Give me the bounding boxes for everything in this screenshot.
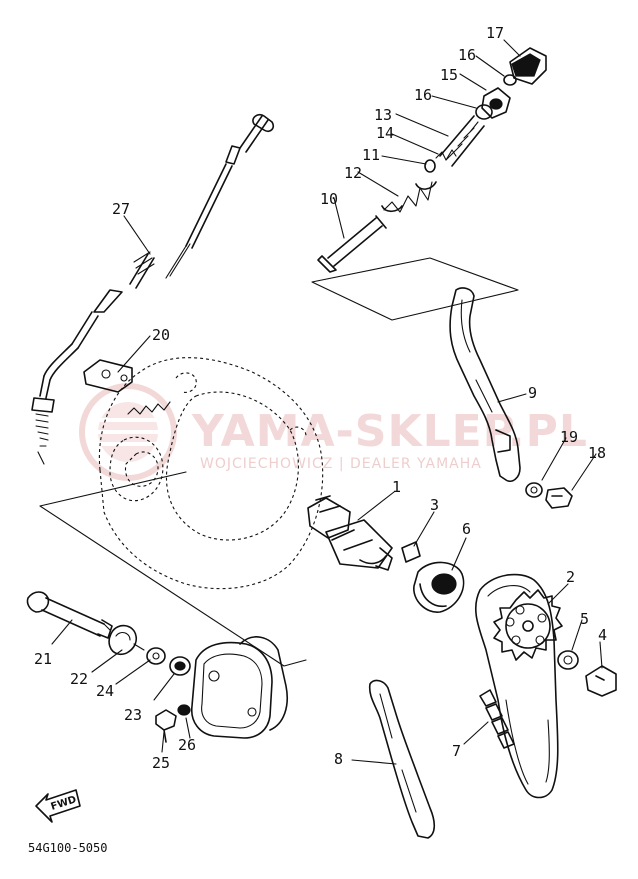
part-16-oring-lower — [475, 104, 493, 120]
callout-16-lower: 16 — [414, 86, 432, 104]
callout-8: 8 — [334, 750, 343, 768]
part-10-bolt — [317, 215, 387, 273]
side-cover — [190, 636, 288, 739]
part-8-chain-guide — [368, 679, 436, 839]
watermark-subtitle: WOJCIECHOWICZ | DEALER YAMAHA — [200, 456, 482, 472]
part-3-pin — [401, 541, 421, 563]
part-9-chain-guide — [449, 287, 521, 483]
part-23-seal — [169, 656, 191, 676]
part-19-washer — [525, 482, 543, 498]
callout-20: 20 — [152, 326, 170, 344]
callout-12: 12 — [344, 164, 362, 182]
callout-1: 1 — [392, 478, 401, 496]
part-14-small-spring — [435, 149, 457, 161]
part-5-washer — [557, 650, 579, 670]
part-18-bolt — [545, 487, 573, 509]
part-22-spring — [103, 623, 145, 656]
watermark-logo-icon — [79, 383, 177, 481]
part-13-spring — [439, 115, 485, 167]
cylinder-head — [98, 357, 324, 590]
watermark-title: YAMA-SKLEP.PL — [191, 406, 588, 457]
part-27-cable — [31, 113, 275, 465]
group-outline-camshaft — [39, 471, 307, 667]
callout-17: 17 — [486, 24, 504, 42]
callout-22: 22 — [70, 670, 88, 688]
part-21-shaft — [26, 591, 113, 639]
part-2-sprocket — [493, 589, 563, 661]
callout-13: 13 — [374, 106, 392, 124]
callout-10: 10 — [320, 190, 338, 208]
callout-25: 25 — [152, 754, 170, 772]
part-16-oring-upper — [503, 74, 517, 86]
callout-4: 4 — [598, 626, 607, 644]
callout-9: 9 — [528, 384, 537, 402]
callout-11: 11 — [362, 146, 380, 164]
watermark: YAMA-SKLEP.PL WOJCIECHOWICZ | DEALER YAM… — [79, 383, 588, 481]
callout-26: 26 — [178, 736, 196, 754]
part-4-bolt — [585, 665, 617, 697]
callout-3: 3 — [430, 496, 439, 514]
leader-lines — [51, 39, 603, 765]
callout-24: 24 — [96, 682, 114, 700]
part-24-washer — [146, 647, 166, 665]
part-20-bracket — [83, 359, 133, 393]
callout-5: 5 — [580, 610, 589, 628]
callout-7: 7 — [452, 742, 461, 760]
part-6-spacer — [413, 561, 465, 613]
fwd-arrow-icon: FWD — [35, 789, 81, 823]
part-7-cam-chain — [474, 573, 559, 799]
callout-14: 14 — [376, 124, 394, 142]
callout-23: 23 — [124, 706, 142, 724]
callout-15: 15 — [440, 66, 458, 84]
callout-21: 21 — [34, 650, 52, 668]
part-26-washer — [177, 704, 191, 716]
diagram-code: 54G100-5050 — [28, 841, 107, 855]
group-outline-tensioner — [311, 257, 519, 321]
part-12-spring — [381, 181, 437, 213]
callout-27: 27 — [112, 200, 130, 218]
part-17-cap — [509, 47, 547, 85]
part-11-washer — [424, 159, 436, 173]
callout-6: 6 — [462, 520, 471, 538]
callout-19: 19 — [560, 428, 578, 446]
callout-2: 2 — [566, 568, 575, 586]
part-25-bolt — [155, 709, 177, 743]
callout-labels: 1 2 3 4 5 6 7 8 9 10 11 12 13 14 15 16 1… — [34, 24, 607, 772]
callout-18: 18 — [588, 444, 606, 462]
part-15-nut — [481, 87, 511, 119]
part-1-camshaft — [307, 495, 393, 571]
callout-16-upper: 16 — [458, 46, 476, 64]
